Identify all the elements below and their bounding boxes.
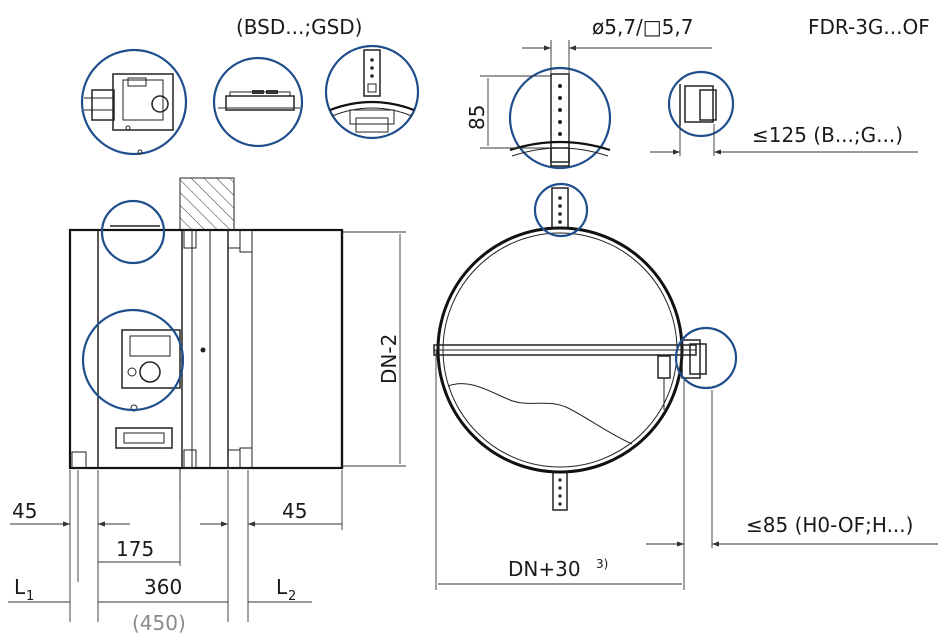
top-variant-label: (BSD...;GSD): [236, 15, 362, 39]
actuator-offset-label: ≤125 (B...;G...): [752, 123, 903, 147]
inner-diameter-label: DN-2: [377, 334, 401, 384]
svg-text:2: 2: [288, 589, 296, 604]
front-view-damper: [433, 182, 738, 511]
l1-label: L 1: [14, 575, 34, 604]
actuator-offset-dimension: [650, 124, 918, 156]
model-code-label: FDR-3G...OF: [808, 15, 930, 39]
dim-450-label: (450): [132, 611, 186, 635]
outer-diameter-dimension: [435, 350, 938, 590]
svg-text:1: 1: [26, 589, 34, 604]
side-view-damper: [68, 177, 344, 500]
svg-text:L: L: [276, 575, 288, 599]
detail-circle-pin-top: [324, 44, 420, 140]
pin-height-label: 85: [465, 105, 489, 130]
dim-45-left-label: 45: [12, 499, 37, 523]
detail-circle-pin-large: [508, 66, 612, 170]
detail-circle-actuator-top: [80, 48, 188, 156]
outer-diameter-note: 3): [596, 557, 608, 571]
side-view-dimension-lines: [8, 470, 343, 622]
l2-label: L 2: [276, 575, 296, 604]
detail-circle-actuator-side: [667, 70, 735, 138]
pin-size-label: ø5,7/□5,7: [592, 15, 693, 39]
detail-circle-switch: [212, 56, 304, 148]
dim-45-right-label: 45: [282, 499, 307, 523]
dim-175-label: 175: [116, 537, 154, 561]
switch-offset-label: ≤85 (H0-OF;H...): [746, 513, 913, 537]
svg-text:L: L: [14, 575, 26, 599]
pin-dimension-lines: [480, 40, 712, 149]
outer-diameter-label: DN+30: [508, 557, 581, 581]
inner-diameter-dimension: [342, 231, 406, 467]
dim-360-label: 360: [144, 575, 182, 599]
